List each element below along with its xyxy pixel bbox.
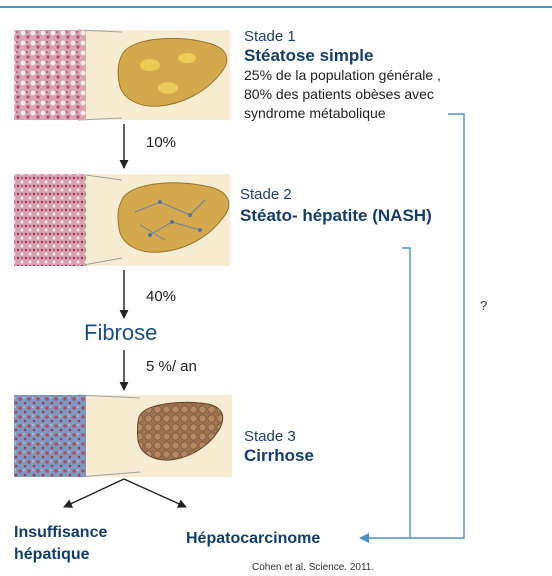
outcome-hepatocarcinome: Hépatocarcinome xyxy=(186,530,321,547)
arrow-to-hepatocarcinome xyxy=(123,478,187,508)
transition-stage1-to-stage2: 10% xyxy=(146,134,177,151)
transition-fibrose-to-stage3: 5 %/ an xyxy=(146,358,197,375)
stage-1-description: 25% de la population générale , 80% des … xyxy=(244,67,441,121)
stage-3-title: Cirrhose xyxy=(244,446,314,465)
fibrose-label: Fibrose xyxy=(84,320,158,345)
stage-2-liver-shape xyxy=(117,182,230,253)
stage-3-label: Stade 3 xyxy=(244,428,296,445)
stage-3-liver-shape xyxy=(136,401,224,461)
stage-1-title: Stéatose simple xyxy=(244,46,374,65)
stage-3-figure xyxy=(14,394,232,478)
stage-2-title: Stéato- hépatite (NASH) xyxy=(240,206,432,225)
citation: Cohen et al. Science. 2011. xyxy=(252,562,375,573)
stage-3-histology-image xyxy=(14,395,86,477)
connector-stage2-to-hepatocarcinome xyxy=(402,247,411,538)
stage-1-histology-image xyxy=(14,30,86,120)
stage-1-figure xyxy=(14,29,230,121)
stage-2-figure xyxy=(14,173,230,267)
stage-2-histology-image xyxy=(14,174,86,266)
transition-stage2-to-fibrose: 40% xyxy=(146,288,177,305)
stage-1-liver-shape xyxy=(117,37,228,107)
connector-stage1-to-hepatocarcinome xyxy=(359,113,465,543)
outcome-insuffisance-hepatique: Insuffisance hépatique xyxy=(14,524,108,563)
arrow-to-insuffisance xyxy=(63,478,125,508)
header-rule xyxy=(0,6,552,8)
stage-1-label: Stade 1 xyxy=(244,28,296,45)
stage-2-label: Stade 2 xyxy=(240,186,292,203)
question-mark: ? xyxy=(480,298,488,313)
